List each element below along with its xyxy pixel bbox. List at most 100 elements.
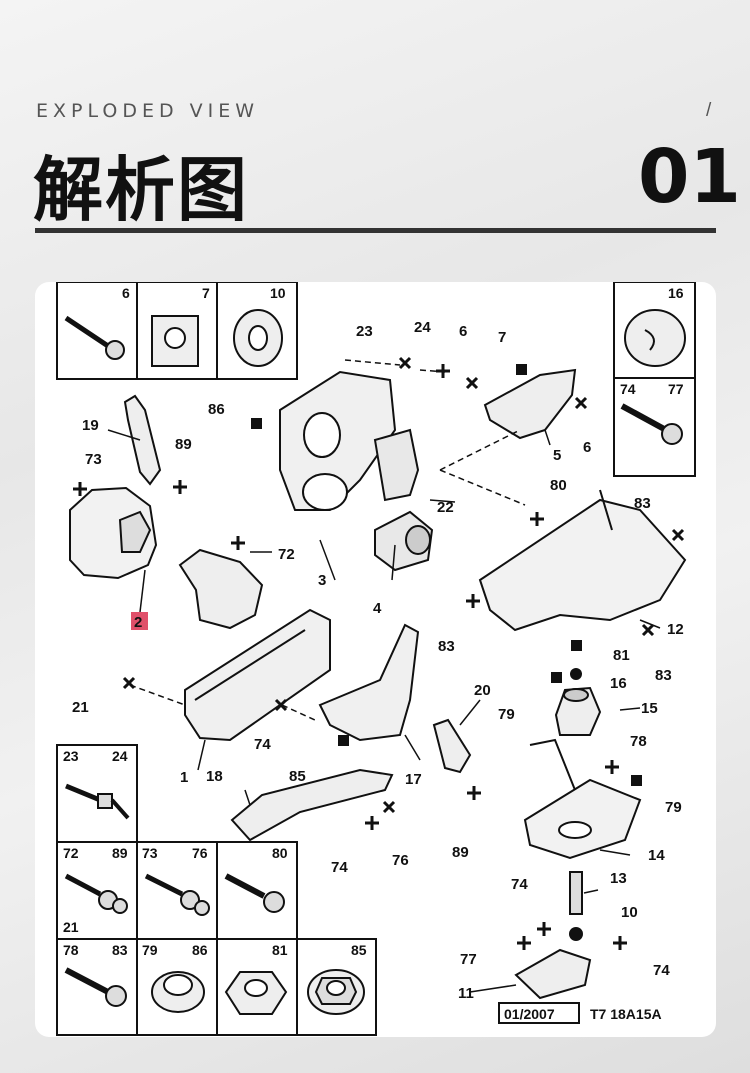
callout-label: 1 [180, 769, 188, 786]
callout-label: 83 [634, 495, 651, 512]
bushing-4 [374, 510, 434, 572]
callout-label: 78 [630, 733, 647, 750]
callout-label: 74 [653, 962, 670, 979]
callout-label: 23 [356, 323, 373, 340]
parts-box-top-right [613, 282, 696, 477]
subtitle: EXPLODED VIEW [36, 100, 260, 122]
nut-marker-icon [551, 672, 562, 683]
callout-label: 5 [553, 447, 561, 464]
nut-marker-icon [338, 735, 349, 746]
box-label: 6 [122, 285, 130, 301]
nut-marker-icon [571, 640, 582, 651]
flange-nut-icon [151, 971, 205, 1013]
callout-label: 4 [373, 600, 382, 617]
bracket-72 [178, 548, 264, 630]
callout-label: 83 [438, 638, 455, 655]
callout-label: 11 [458, 985, 474, 1002]
callout-label: 72 [278, 546, 295, 563]
mount-bracket-3 [279, 370, 397, 511]
callout-label: 10 [621, 904, 638, 921]
box-label: 21 [63, 919, 79, 935]
callout-label: 3 [318, 572, 326, 589]
box-label: 24 [112, 748, 128, 764]
callout-label: 18 [206, 768, 223, 785]
callout-label: 74 [331, 859, 348, 876]
bolt-icon [620, 403, 683, 445]
callout-label: 17 [405, 771, 422, 788]
bolt-icon [224, 873, 285, 913]
parts-box-bottom-left [56, 744, 377, 1036]
box-label: 89 [112, 845, 128, 861]
flange-nut-icon [307, 969, 365, 1015]
separator: / [706, 100, 712, 121]
callout-label: 12 [667, 621, 684, 638]
washer-icon [233, 309, 283, 367]
box-label: 74 [620, 381, 636, 397]
header-rule [35, 228, 716, 233]
cross-markers [122, 356, 685, 814]
callout-label: 74 [511, 876, 528, 893]
callout-label: 6 [459, 323, 467, 340]
crossmember-1 [184, 608, 331, 742]
box-label: 72 [63, 845, 79, 861]
subframe-12 [478, 489, 687, 632]
callout-label: 6 [583, 439, 591, 456]
rod-18 [230, 768, 394, 842]
box-label: 80 [272, 845, 288, 861]
callout-label: 86 [208, 401, 225, 418]
callout-label: 79 [498, 706, 515, 723]
box-label: 10 [270, 285, 286, 301]
callout-label: 15 [641, 700, 658, 717]
box-label: 76 [192, 845, 208, 861]
callout-labels: 23 24 6 7 86 5 6 19 89 73 72 2 22 80 83 … [72, 319, 684, 1002]
callout-label: 74 [254, 736, 271, 753]
callout-label: 89 [175, 436, 192, 453]
callout-label: 81 [613, 647, 630, 664]
bolt-icon [64, 873, 128, 914]
bracket-11 [514, 948, 592, 1000]
callout-label: 7 [498, 329, 506, 346]
page-number: 01 [638, 134, 741, 220]
box-label: 73 [142, 845, 158, 861]
box-label: 85 [351, 942, 367, 958]
callout-label: 20 [474, 682, 491, 699]
bolt-icon [144, 873, 210, 916]
nut-marker-icon [516, 364, 527, 375]
callout-label: 76 [392, 852, 409, 869]
footer-code: T7 18A15A [590, 1006, 662, 1022]
callout-label: 16 [610, 675, 627, 692]
link-5 [483, 368, 577, 440]
exploded-view-diagram: 6 7 10 16 74 77 23 24 72 89 21 [56, 282, 696, 1036]
callout-label: 77 [460, 951, 477, 968]
bolt-icon [65, 783, 130, 820]
callout-label: 83 [655, 667, 672, 684]
box-label: 7 [202, 285, 210, 301]
nut-marker-icon [631, 775, 642, 786]
callout-label: 24 [414, 319, 431, 336]
clip-nut-icon [151, 315, 199, 367]
box-label: 83 [112, 942, 128, 958]
ball-marker-icon [569, 927, 583, 941]
callout-label: 21 [72, 699, 89, 716]
parts-box-top-left [56, 282, 298, 380]
callout-label: 80 [550, 477, 567, 494]
box-label: 16 [668, 285, 684, 301]
footer-date-box [498, 1002, 580, 1024]
callout-label: 85 [289, 768, 306, 785]
washer-icon [624, 309, 686, 367]
bolt-icon [64, 967, 127, 1007]
stud-13 [569, 871, 583, 915]
box-label: 81 [272, 942, 288, 958]
callout-label: 89 [452, 844, 469, 861]
page-title: 解析图 [33, 149, 249, 231]
bracket-19 [123, 394, 162, 486]
box-label: 23 [63, 748, 79, 764]
hex-nut-icon [224, 971, 288, 1015]
footer-date: 01/2007 [504, 1006, 555, 1022]
plus-markers [73, 364, 627, 950]
engine-mount-left [69, 486, 158, 580]
box-label: 78 [63, 942, 79, 958]
torque-arm-17 [318, 623, 420, 742]
callout-label: 13 [610, 870, 627, 887]
bracket-14 [523, 738, 642, 860]
